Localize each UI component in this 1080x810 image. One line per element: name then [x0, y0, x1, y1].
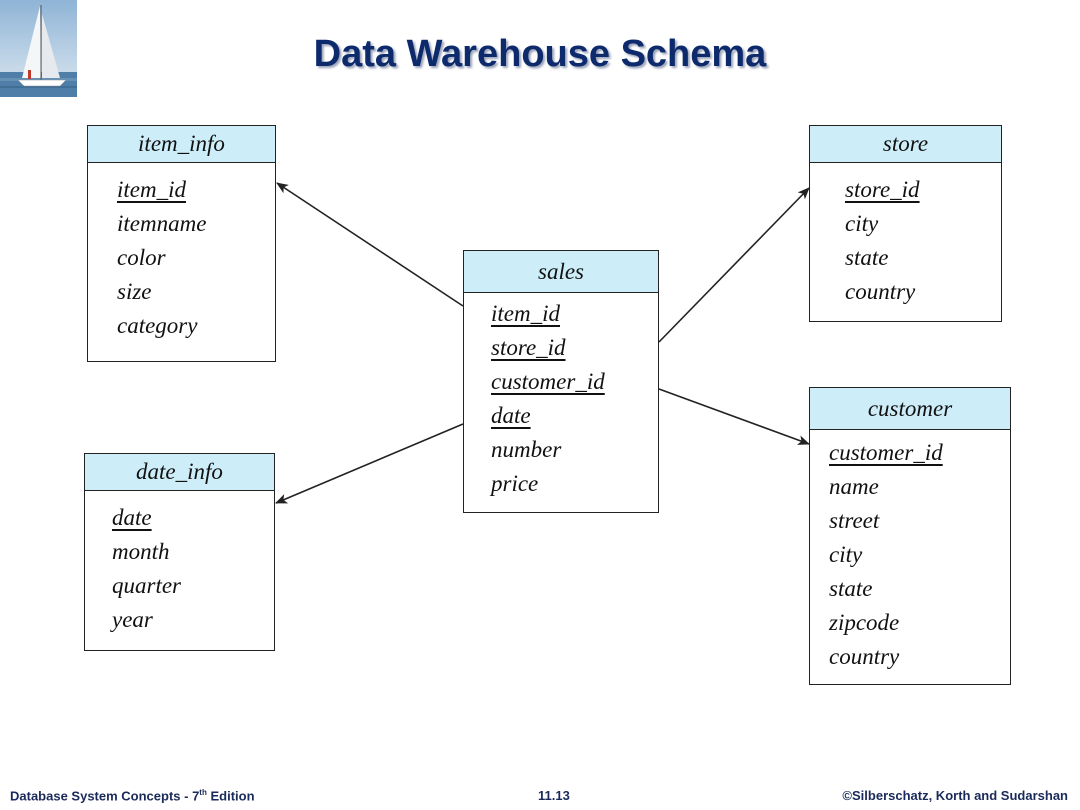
attribute: country	[829, 644, 900, 669]
page-title: Data Warehouse Schema	[313, 33, 767, 75]
attribute: itemname	[117, 211, 207, 236]
entity-customer: customer customer_id name street city st…	[809, 387, 1011, 685]
footer-book-title-sup: th	[199, 788, 207, 797]
sailboat-logo-icon	[0, 0, 77, 97]
entity-header: store	[810, 126, 1001, 163]
attribute: country	[845, 279, 916, 304]
attribute: year	[112, 607, 153, 632]
attribute-key: item_id	[117, 177, 186, 202]
attribute: color	[117, 245, 166, 270]
attribute: state	[829, 576, 873, 601]
arrow-sales-to-store	[658, 187, 810, 343]
entity-sales: sales item_id store_id customer_id date …	[463, 250, 659, 513]
arrow-sales-to-date-info	[275, 423, 464, 504]
attribute: number	[491, 437, 562, 462]
attribute: quarter	[112, 573, 181, 598]
attribute-key: item_id	[491, 301, 560, 326]
attribute: city	[845, 211, 879, 236]
arrow-sales-to-customer	[658, 388, 810, 445]
footer-book-title: Database System Concepts - 7th Edition	[10, 788, 255, 803]
entity-header: customer	[810, 388, 1010, 430]
entity-header: sales	[464, 251, 658, 293]
attribute: zipcode	[829, 610, 900, 635]
attribute: state	[845, 245, 889, 270]
attribute: price	[491, 471, 539, 496]
entity-item-info: item_info item_id itemname color size ca…	[87, 125, 276, 362]
entity-header: item_info	[88, 126, 275, 163]
attribute: name	[829, 474, 879, 499]
attribute-key: date	[491, 403, 531, 428]
attribute-key: customer_id	[491, 369, 605, 394]
footer-book-title-end: Edition	[206, 788, 255, 804]
attribute: month	[112, 539, 170, 564]
attribute-key: store_id	[845, 177, 920, 202]
footer-book-title-main: Database System Concepts - 7	[10, 788, 200, 804]
footer-slide-number: 11.13	[538, 788, 570, 803]
attribute-key: customer_id	[829, 440, 943, 465]
entity-date-info: date_info date month quarter year	[84, 453, 275, 651]
attribute: city	[829, 542, 863, 567]
attribute-key: store_id	[491, 335, 566, 360]
footer-copyright: ©Silberschatz, Korth and Sudarshan	[842, 788, 1068, 803]
attribute: street	[829, 508, 880, 533]
arrow-sales-to-item-info	[276, 182, 464, 307]
attribute-key: date	[112, 505, 152, 530]
entity-header: date_info	[85, 454, 274, 491]
entity-store: store store_id city state country	[809, 125, 1002, 322]
attribute: size	[117, 279, 152, 304]
attribute: category	[117, 313, 198, 338]
